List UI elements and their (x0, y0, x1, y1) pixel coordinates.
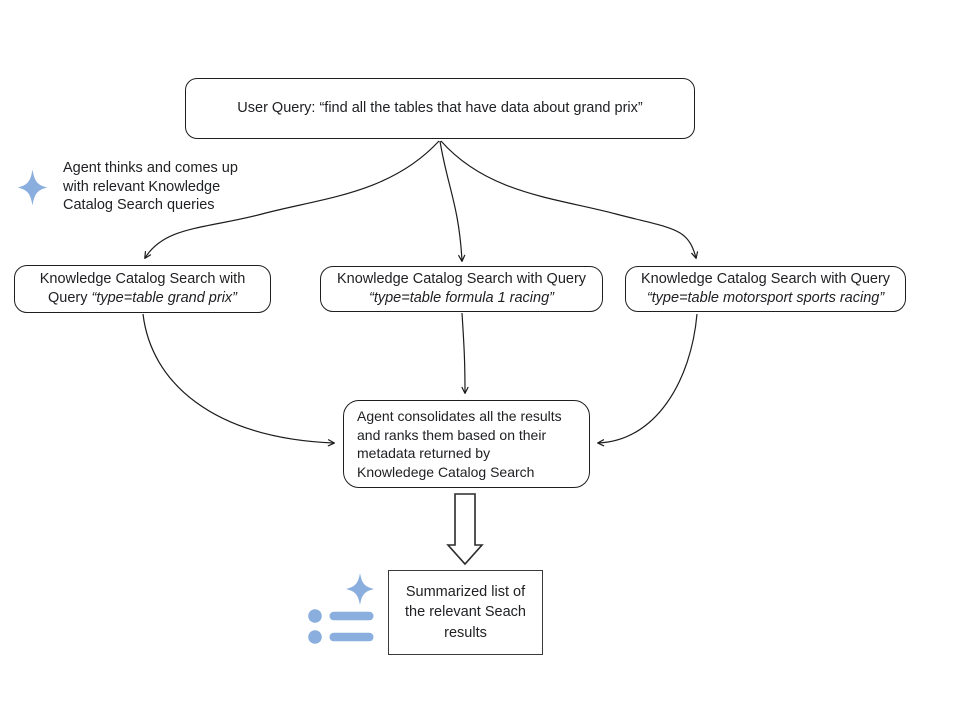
down-block-arrow (446, 493, 484, 566)
search-box-title: Knowledge Catalog Search with Query (336, 271, 587, 287)
search-box-motorsport: Knowledge Catalog Search with Query “typ… (625, 266, 906, 312)
summary-line-2: the relevant Seach (405, 604, 526, 621)
annotation-line-3: Catalog Search queries (63, 197, 215, 213)
summarized-list-icon (308, 573, 374, 644)
list-line-icon (329, 611, 374, 621)
annotation-line-1: Agent thinks and comes up (63, 160, 238, 176)
annotation-line-2: with relevant Knowledge (63, 178, 221, 195)
consolidation-line-1: Agent consolidates all the results (357, 408, 562, 424)
consolidation-box: Agent consolidates all the results and r… (343, 400, 590, 488)
user-query-box: User Query: “find all the tables that ha… (185, 78, 695, 139)
list-bullet-icon (308, 630, 322, 644)
connector-query-to-search-middle (439, 140, 466, 262)
list-bullet-icon (308, 609, 322, 623)
search-query-text: “type=table formula 1 racing” (369, 290, 554, 306)
summary-line-3: results (444, 624, 487, 641)
consolidation-line-3: metadata returned by (357, 445, 491, 461)
connector-right-to-consolidation (597, 313, 698, 447)
consolidation-line-4: Knowledege Catalog Search (357, 463, 535, 480)
search-box-grand-prix: Knowledge Catalog Search with Query “typ… (14, 265, 271, 313)
connector-middle-to-consolidation (461, 312, 469, 395)
search-box-query-line: “type=table formula 1 racing” (369, 289, 554, 308)
search-query-text: “type=table grand prix” (91, 290, 237, 306)
search-query-text: “type=table motorsport sports racing” (646, 290, 885, 306)
user-query-text: User Query: “find all the tables that ha… (237, 100, 643, 116)
sparkle-icon (346, 573, 374, 605)
search-box-title: Knowledge Catalog Search with (39, 271, 246, 287)
search-box-query-line: “type=table motorsport sports racing” (647, 289, 884, 308)
search-box-title: Knowledge Catalog Search with Query (640, 271, 891, 287)
list-line-icon (329, 632, 374, 642)
agent-annotation: Agent thinks and comes up with relevant … (63, 159, 273, 215)
summary-line-1: Summarized list of (405, 583, 526, 600)
connector-query-to-search-right (440, 140, 699, 259)
search-box-query-line: Query “type=table grand prix” (48, 290, 237, 306)
summary-box: Summarized list of the relevant Seach re… (388, 570, 543, 655)
connector-left-to-consolidation (142, 313, 335, 447)
sparkle-icon (17, 169, 48, 206)
consolidation-line-2: and ranks them based on their (357, 426, 547, 443)
search-box-formula-1: Knowledge Catalog Search with Query “typ… (320, 266, 603, 312)
